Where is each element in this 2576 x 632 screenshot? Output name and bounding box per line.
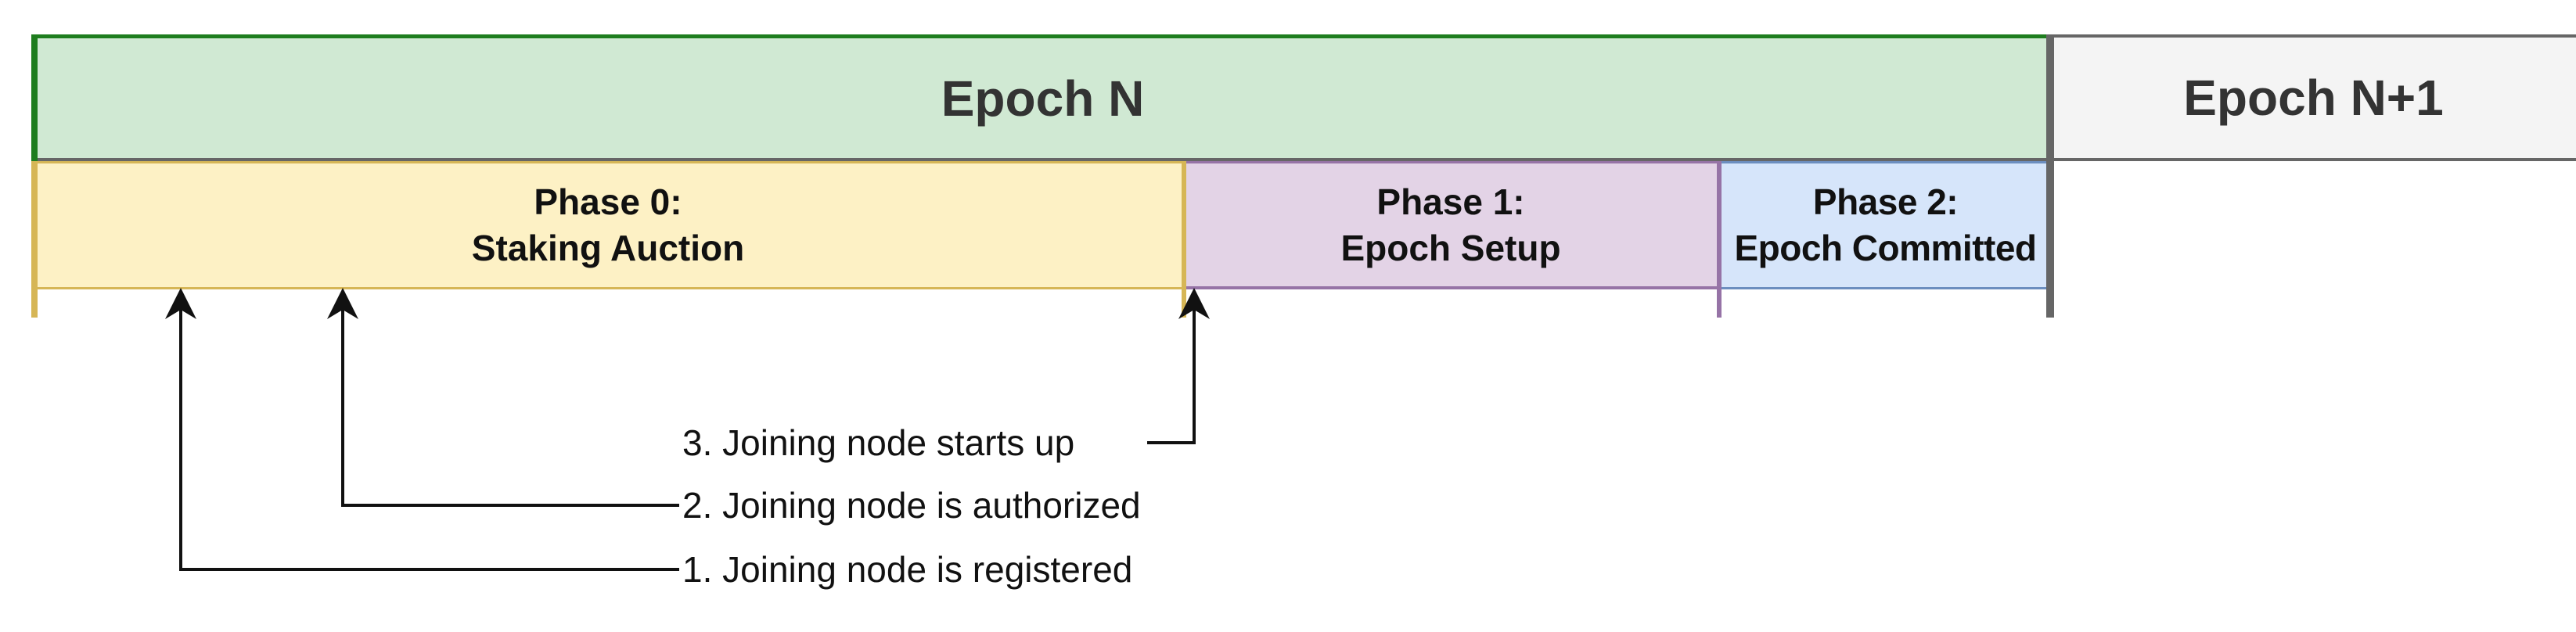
arrow-node-authorized: [327, 288, 679, 507]
phase-1-block: Phase 1: Epoch Setup: [1185, 161, 1720, 289]
phase-0-start-bar: [31, 161, 38, 318]
epoch-current-label: Epoch N: [941, 70, 1145, 127]
note-node-starts-up: 3. Joining node starts up: [682, 422, 1075, 463]
phase-0-title: Phase 0: Staking Auction: [471, 181, 745, 268]
note-node-registered: 1. Joining node is registered: [682, 549, 1133, 590]
note-node-authorized: 2. Joining node is authorized: [682, 485, 1141, 526]
phase-1-start-tick: [1182, 161, 1186, 318]
arrow-node-registered: [165, 288, 679, 571]
phase-2-block: Phase 2: Epoch Committed: [1720, 161, 2051, 289]
phase-2-start-tick: [1717, 161, 1722, 318]
phase-0-block: Phase 0: Staking Auction: [34, 161, 1185, 289]
phase-1-title: Phase 1: Epoch Setup: [1340, 181, 1561, 268]
epoch-current-header: Epoch N: [34, 34, 2051, 161]
epoch-boundary-divider: [2046, 34, 2054, 318]
epoch-next-header: Epoch N+1: [2051, 34, 2576, 161]
phase-2-title: Phase 2: Epoch Committed: [1734, 181, 2037, 268]
arrow-node-starts-up: [1147, 288, 1210, 444]
epoch-next-label: Epoch N+1: [2183, 70, 2444, 126]
epoch-current-start-bar: [31, 34, 38, 163]
